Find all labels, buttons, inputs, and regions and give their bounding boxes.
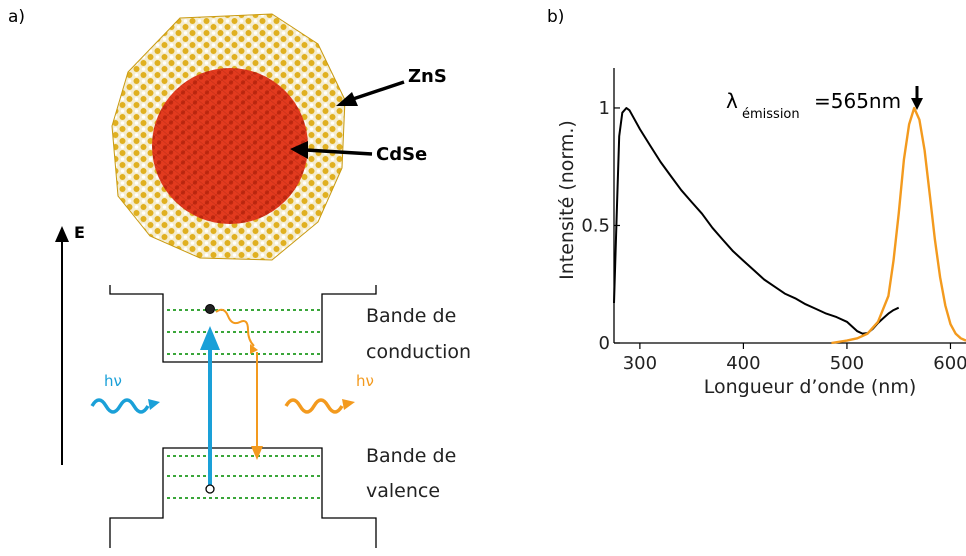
x-axis-ticks: 300 400 500 600 xyxy=(623,343,966,374)
relaxation-path xyxy=(215,308,255,347)
peak-marker-arrowhead-icon xyxy=(911,98,923,110)
lambda-value: =565nm xyxy=(814,89,901,113)
cdse-core xyxy=(152,68,308,224)
series-layer xyxy=(613,106,966,345)
x-tick-label: 500 xyxy=(830,353,864,374)
x-tick-label: 600 xyxy=(933,353,966,374)
y-axis-ticks: 00.51 xyxy=(581,98,620,354)
emission-photon-label: hν xyxy=(356,372,374,390)
emission-arrowhead-icon xyxy=(251,446,263,460)
electron-icon xyxy=(205,304,215,314)
energy-axis-label: E xyxy=(74,223,85,242)
hole-icon xyxy=(205,484,215,494)
valence-band-label-line2: valence xyxy=(366,480,440,502)
lambda-symbol: λ xyxy=(726,89,738,113)
panel-a-label: a) xyxy=(8,7,25,27)
conduction-band-outline xyxy=(109,285,377,363)
cdse-arrowhead-icon xyxy=(290,141,308,159)
energy-arrowhead-icon xyxy=(55,226,69,242)
emission-photon-wave-icon xyxy=(284,398,344,414)
absorption-photon-arrowhead-icon xyxy=(148,399,160,410)
emission-photon-arrowhead-icon xyxy=(342,399,355,410)
absorption-photon-wave-icon xyxy=(90,398,150,414)
absorption-photon-label: hν xyxy=(104,372,122,390)
emission-spectrum-line xyxy=(831,106,966,345)
nanoparticle-illustration xyxy=(111,13,346,261)
y-tick-label: 0 xyxy=(599,333,610,354)
relaxation-arrowhead-icon xyxy=(250,344,258,354)
cdse-label: CdSe xyxy=(376,144,427,165)
lambda-subscript: émission xyxy=(742,107,800,122)
absorption-spectrum-line xyxy=(613,107,900,335)
zns-arrowhead-icon xyxy=(336,92,358,106)
conduction-band-label-line2: conduction xyxy=(366,341,471,363)
cdse-pointer-arrow xyxy=(305,148,373,156)
x-tick-label: 400 xyxy=(726,353,760,374)
zns-pointer-arrow xyxy=(349,80,405,102)
panel-b-label: b) xyxy=(547,7,564,27)
band-diagram xyxy=(109,285,377,548)
absorption-arrowhead-icon xyxy=(200,326,220,350)
y-axis-label: Intensité (norm.) xyxy=(556,120,578,280)
valence-band-outline xyxy=(109,447,377,548)
conduction-band-label-line1: Bande de xyxy=(366,305,456,327)
y-tick-label: 0.5 xyxy=(581,215,610,236)
y-tick-label: 1 xyxy=(599,98,610,119)
valence-band-label-line1: Bande de xyxy=(366,445,456,467)
zns-label: ZnS xyxy=(408,66,447,87)
x-axis-label: Longueur d’onde (nm) xyxy=(704,376,917,398)
x-tick-label: 300 xyxy=(623,353,657,374)
